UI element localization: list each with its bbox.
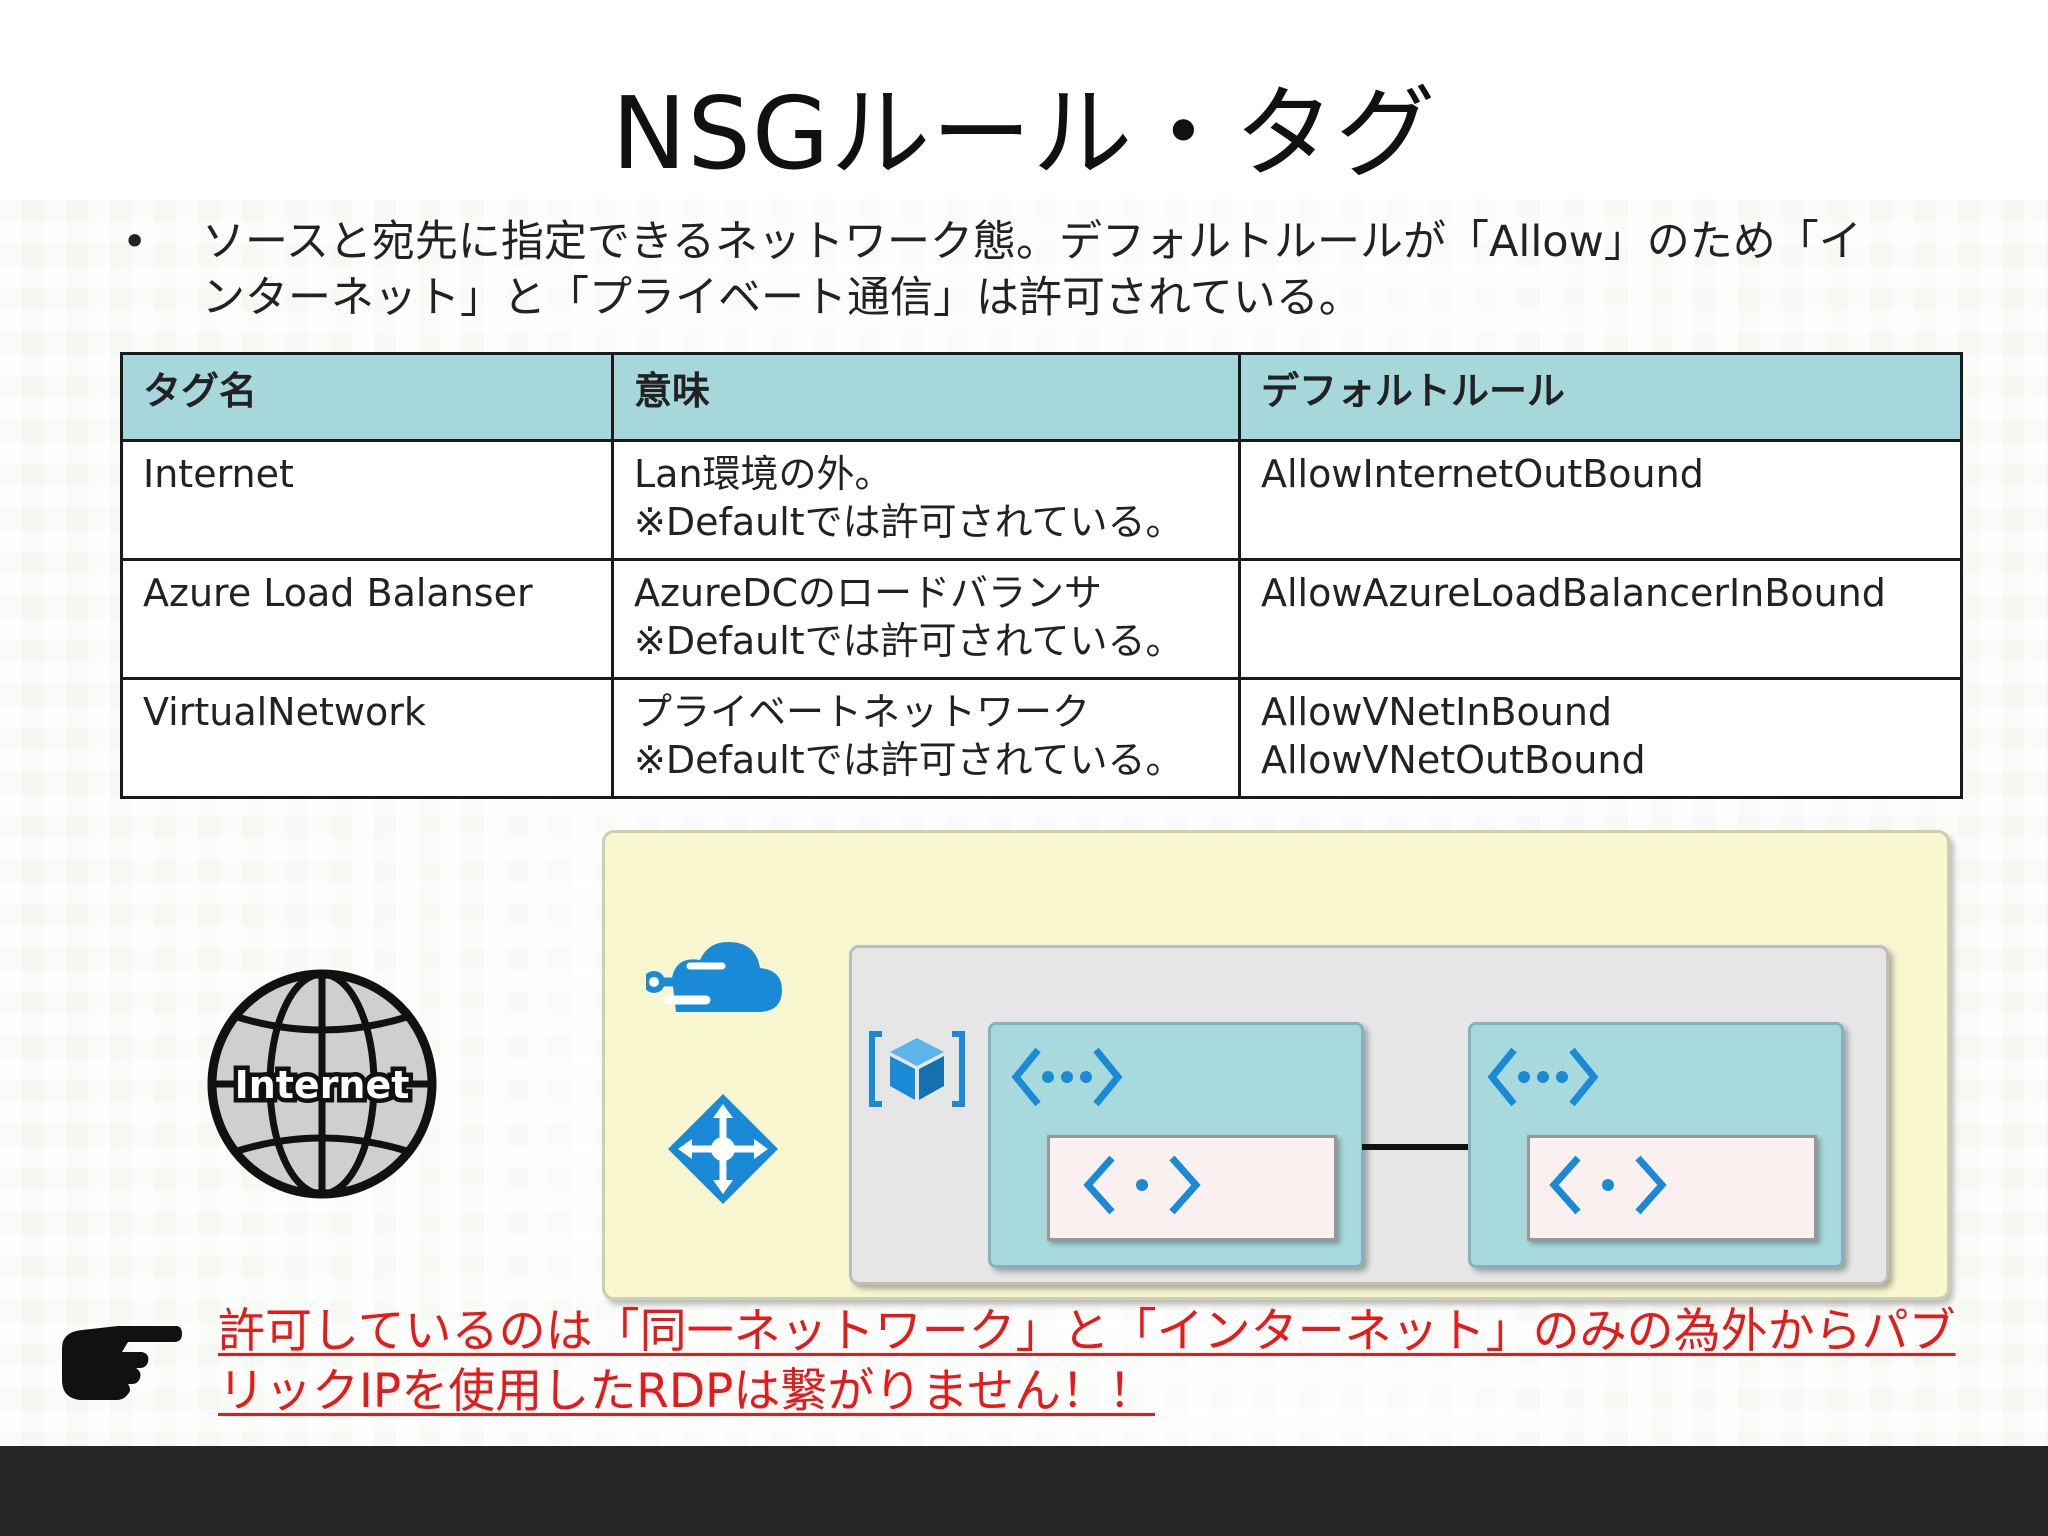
azure-cloud-icon (646, 942, 782, 1012)
network-interface-box-2 (1527, 1135, 1817, 1241)
bullet-line-2: ンターネット」と「プライベート通信」は許可されている。 (202, 273, 1362, 323)
network-interface-icon (1083, 1155, 1201, 1215)
internet-label: Internet (235, 1063, 410, 1107)
table-header-row: タグ名 意味 デフォルトルール (120, 352, 1963, 442)
meaning-line: ※Defaultでは許可されている。 (634, 500, 1184, 544)
cell-rule: AllowVNetInBound AllowVNetOutBound (1238, 677, 1963, 799)
rule-line: AllowVNetOutBound (1261, 738, 1646, 782)
header-meaning: 意味 (611, 352, 1241, 442)
bullet-marker: • (122, 217, 148, 267)
load-balancer-icon (668, 1094, 778, 1204)
header-default-rule: デフォルトルール (1238, 352, 1963, 442)
meaning-line: プライベートネットワーク (634, 690, 1091, 734)
table-row: VirtualNetwork プライベートネットワーク ※Defaultでは許可… (120, 677, 1963, 799)
network-interface-icon (1549, 1155, 1667, 1215)
subnet-icon (1487, 1047, 1599, 1107)
tag-table: タグ名 意味 デフォルトルール Internet Lan環境の外。 ※Defau… (120, 352, 1963, 799)
meaning-line: AzureDCのロードバランサ (634, 571, 1102, 615)
rule-line: AllowAzureLoadBalancerInBound (1261, 571, 1886, 615)
cell-tag: Azure Load Balanser (120, 558, 614, 680)
cell-tag: VirtualNetwork (120, 677, 614, 799)
subnet-box-2 (1468, 1022, 1844, 1268)
header-tag-name: タグ名 (120, 352, 614, 442)
bullet-point: • ソースと宛先に指定できるネットワーク態。デフォルトルールが「Allow」のた… (122, 214, 1902, 326)
virtual-network-cube-icon (869, 1031, 965, 1107)
note-line-1: 許可しているのは「同一ネットワーク」と「インターネット」のみの為外からパブ (218, 1304, 1956, 1359)
subnet-icon (1011, 1047, 1123, 1107)
cell-tag: Internet (120, 439, 614, 561)
meaning-line: Lan環境の外。 (634, 452, 893, 496)
cell-rule: AllowInternetOutBound (1238, 439, 1963, 561)
slide-title: NSGルール・タグ (611, 75, 1437, 192)
footer-bar (0, 1446, 2048, 1536)
globe-icon: Internet (207, 969, 437, 1199)
rule-line: AllowVNetInBound (1261, 690, 1613, 734)
cell-meaning: AzureDCのロードバランサ ※Defaultでは許可されている。 (611, 558, 1241, 680)
note-line-2: リックIPを使用したRDPは繋がりません！！ (218, 1364, 1155, 1419)
cell-rule: AllowAzureLoadBalancerInBound (1238, 558, 1963, 680)
rule-line: AllowInternetOutBound (1261, 452, 1704, 496)
meaning-line: ※Defaultでは許可されている。 (634, 619, 1184, 663)
cell-meaning: プライベートネットワーク ※Defaultでは許可されている。 (611, 677, 1241, 799)
meaning-line: ※Defaultでは許可されている。 (634, 738, 1184, 782)
bullet-line-1: ソースと宛先に指定できるネットワーク態。デフォルトルールが「Allow」のため「… (202, 217, 1862, 267)
cell-meaning: Lan環境の外。 ※Defaultでは許可されている。 (611, 439, 1241, 561)
subnet-connector-line (1362, 1144, 1468, 1150)
virtual-network-box (849, 945, 1889, 1285)
table-row: Azure Load Balanser AzureDCのロードバランサ ※Def… (120, 558, 1963, 680)
pointing-hand-icon (62, 1326, 182, 1400)
table-row: Internet Lan環境の外。 ※Defaultでは許可されている。 All… (120, 439, 1963, 561)
network-diagram (602, 830, 1950, 1300)
warning-note: 許可しているのは「同一ネットワーク」と「インターネット」のみの為外からパブ リッ… (218, 1302, 2018, 1422)
